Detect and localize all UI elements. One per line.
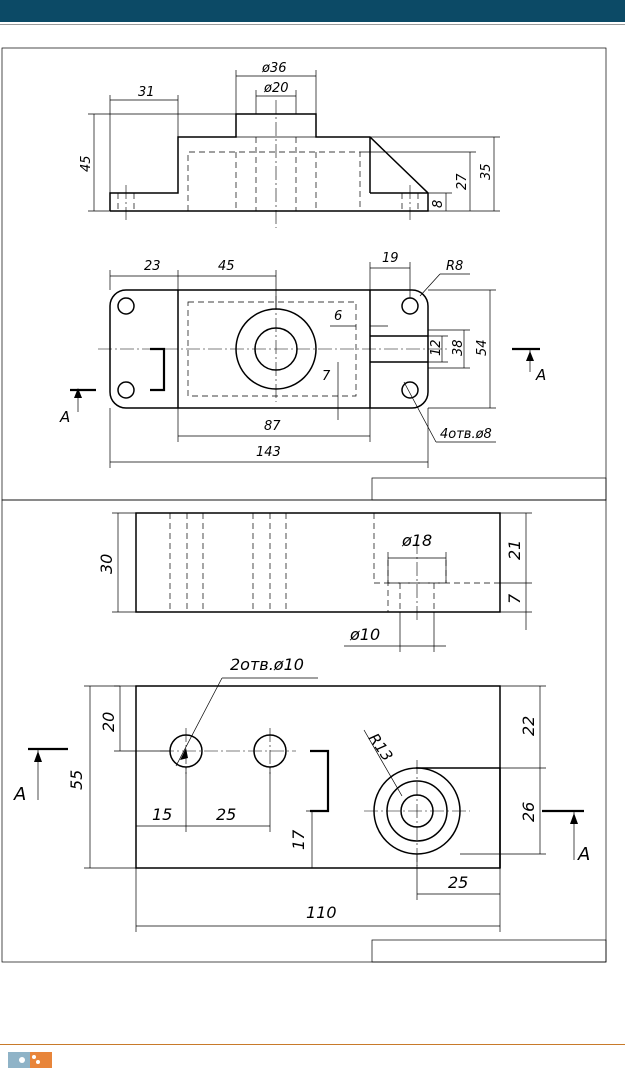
dim-27: 27 (455, 173, 470, 190)
dim-143: 143 (256, 445, 281, 460)
drawing-2-plan-view (28, 677, 584, 932)
dim-25-holes: 25 (216, 805, 236, 824)
dim-r13: R13 (365, 730, 397, 765)
drawing-2-title-block (371, 939, 607, 963)
header-divider (0, 24, 625, 25)
drawing-1-plan-view (70, 262, 540, 468)
dim-4-holes: 4отв.ø8 (440, 427, 492, 442)
dim-d18: ø18 (401, 531, 432, 550)
dim-87: 87 (264, 419, 281, 434)
dim-19: 19 (382, 251, 399, 266)
header-bar (0, 0, 625, 22)
dim-38: 38 (451, 339, 466, 356)
dim-d36: ø36 (261, 61, 287, 76)
dim-21: 21 (505, 540, 524, 560)
section-label-right-2: A (577, 844, 590, 865)
dim-r8: R8 (446, 259, 463, 274)
section-label-left-2: A (13, 784, 26, 805)
dim-7: 7 (322, 369, 331, 384)
publisher-logo-icon (8, 1052, 52, 1068)
footer-divider (0, 1044, 625, 1045)
section-label-right: A (535, 366, 546, 384)
dim-35: 35 (479, 163, 494, 180)
dim-7-depth: 7 (505, 593, 524, 604)
dim-45-height: 45 (79, 155, 94, 172)
dim-31: 31 (138, 85, 155, 100)
dim-d10: ø10 (349, 625, 380, 644)
drawing-2-front-view (112, 512, 532, 652)
drawing-2-frame (1, 499, 607, 963)
dim-20: 20 (99, 712, 118, 732)
dim-12: 12 (429, 339, 444, 356)
drawing-1-front-view (88, 70, 500, 228)
dim-25-right: 25 (448, 873, 468, 892)
drawing-1-title-block (371, 477, 607, 501)
dim-15: 15 (152, 805, 172, 824)
drawing-1-frame (1, 47, 607, 501)
section-label-left: A (59, 408, 70, 426)
dim-110: 110 (306, 903, 337, 922)
dim-26: 26 (519, 802, 538, 822)
dim-23: 23 (144, 259, 161, 274)
dim-54: 54 (475, 339, 490, 356)
dim-d20: ø20 (263, 81, 289, 96)
dim-8: 8 (431, 200, 446, 208)
dim-22: 22 (519, 716, 538, 736)
dim-30: 30 (97, 554, 116, 574)
dim-17: 17 (289, 829, 308, 850)
dim-6: 6 (334, 309, 342, 324)
dim-45-width: 45 (218, 259, 235, 274)
section-arrow-icon (34, 351, 578, 824)
dim-55: 55 (67, 770, 86, 790)
dim-2-holes: 2отв.ø10 (230, 655, 304, 674)
